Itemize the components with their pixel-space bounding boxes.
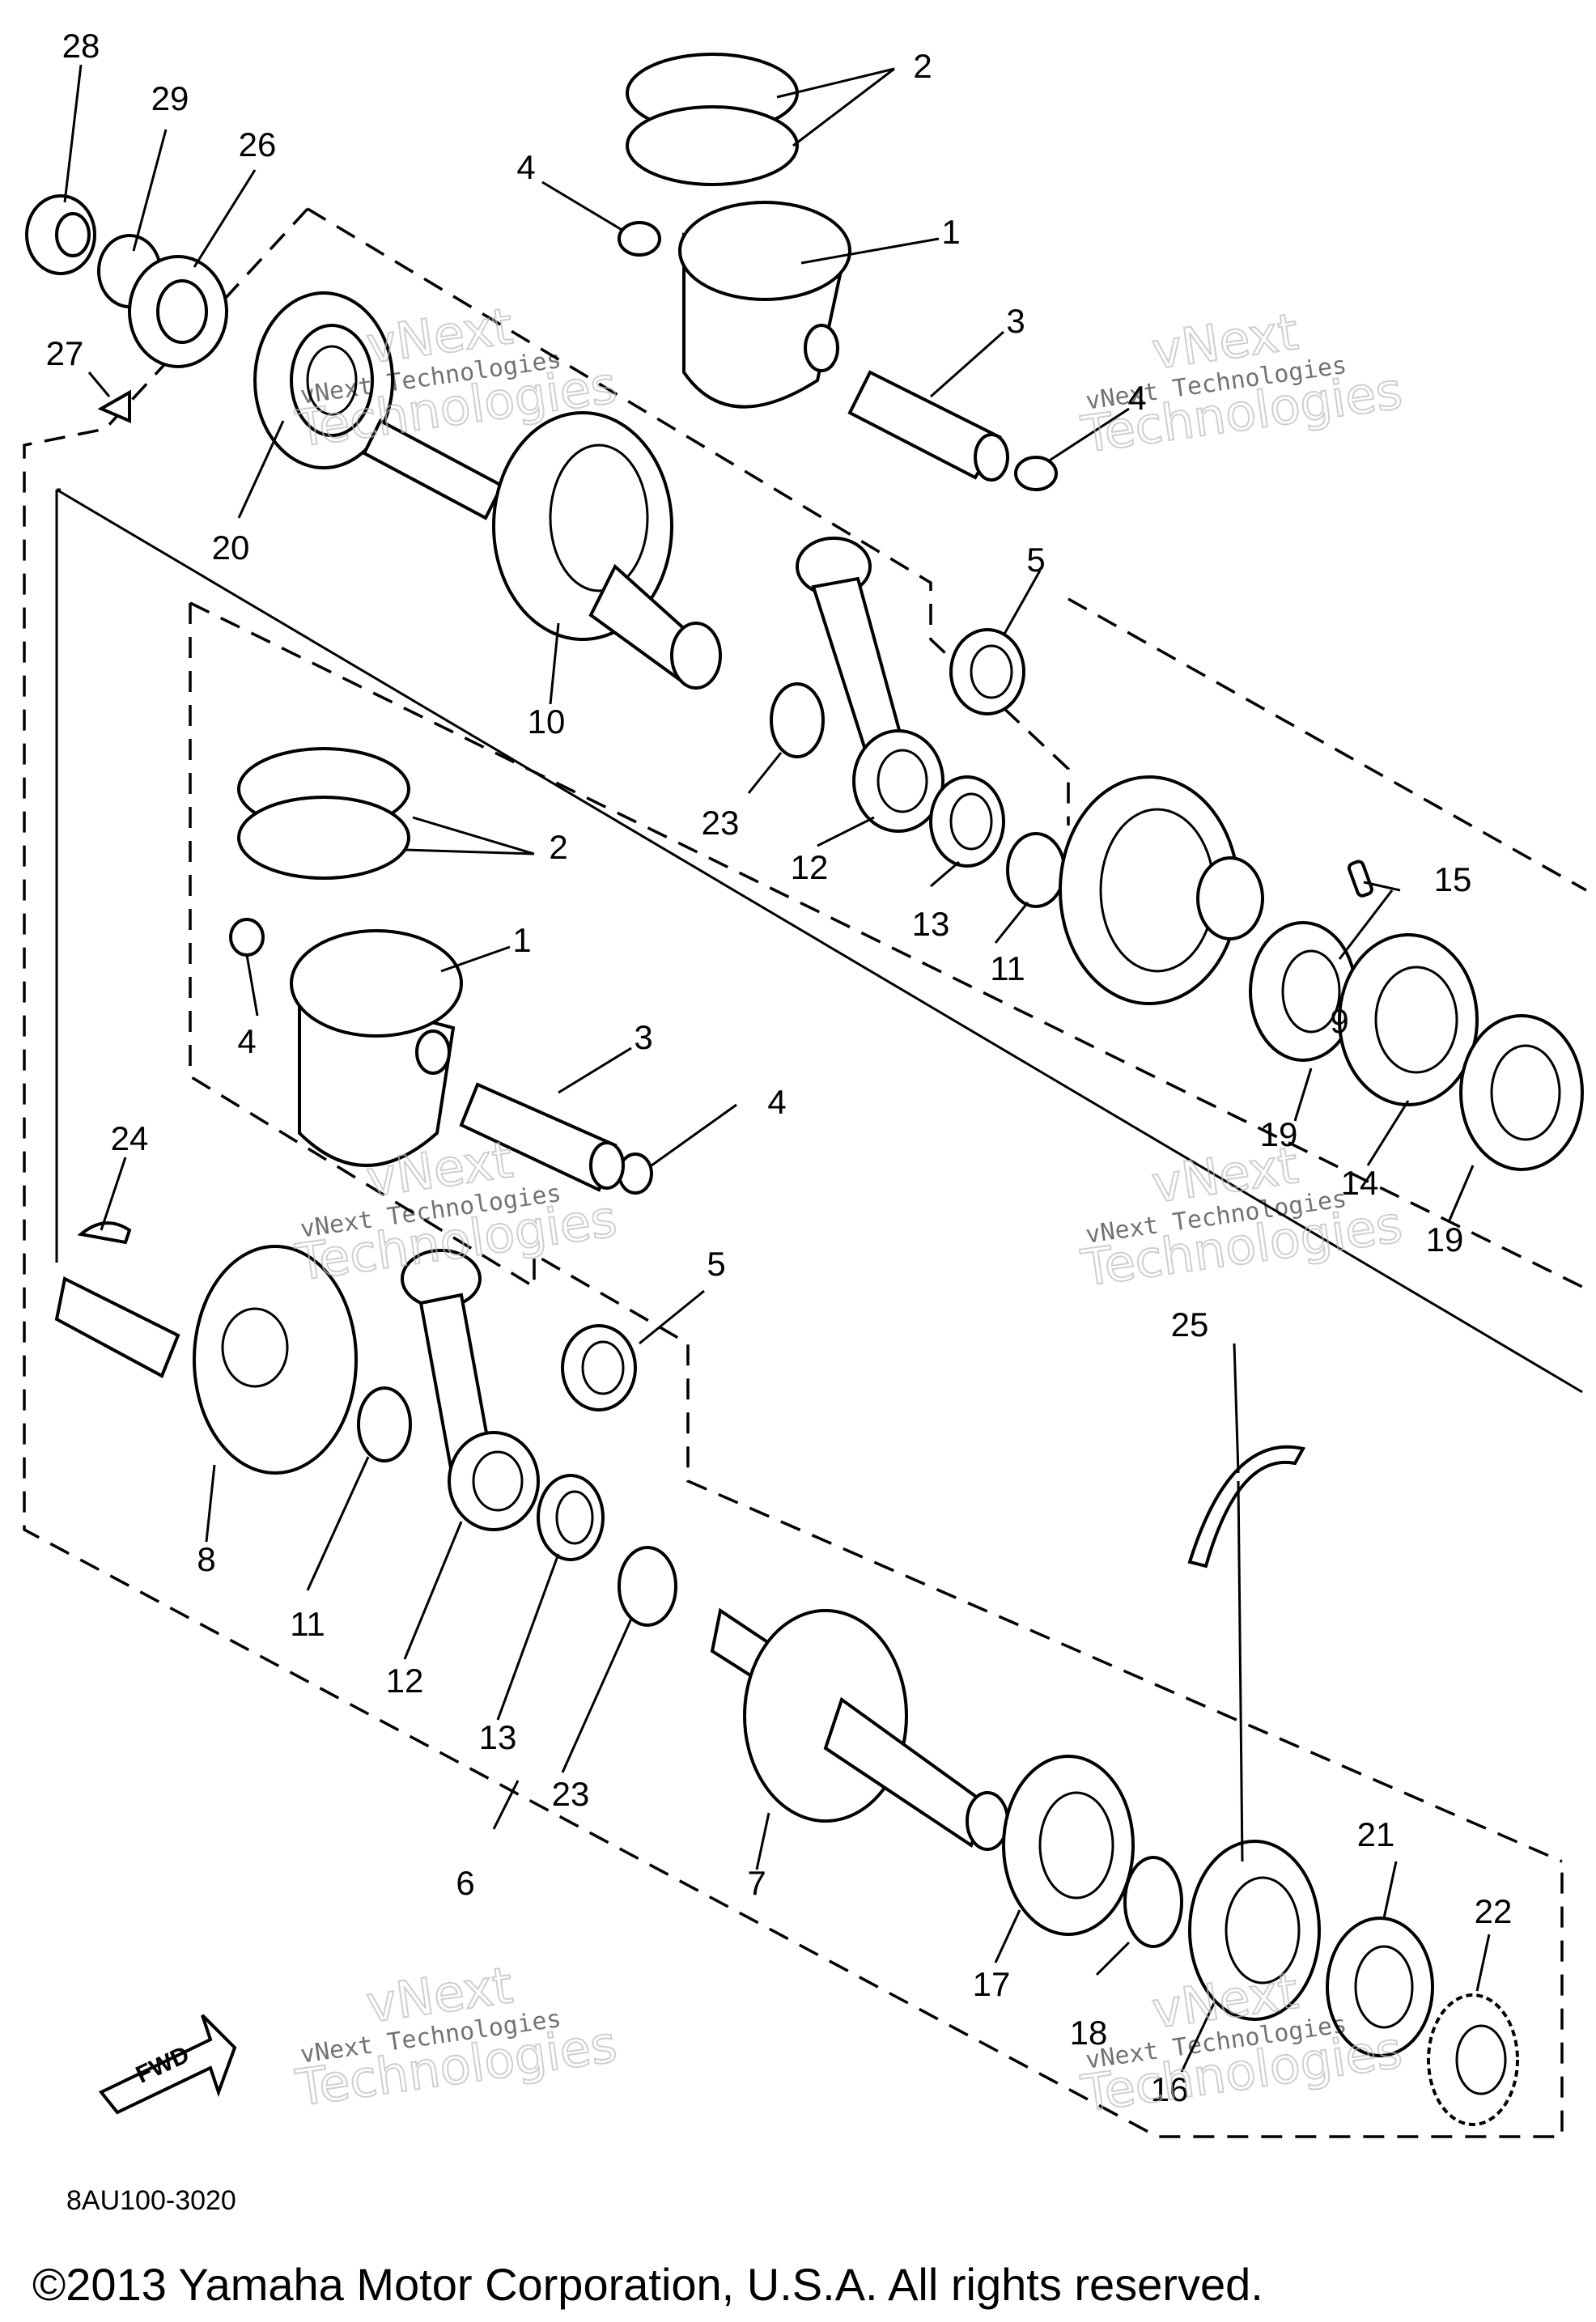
callout-17: 17 — [973, 1965, 1011, 2003]
assembly-outline-middle — [189, 601, 1583, 1863]
bearing-housing — [1338, 933, 1479, 1106]
leader-lines — [63, 64, 1491, 2073]
piston-upper — [678, 201, 851, 409]
callout-4-upper-right: 4 — [1127, 379, 1146, 417]
needle-bearing-lower — [561, 1324, 637, 1411]
crank-bearing-13-lower — [537, 1474, 605, 1561]
oil-seal-21 — [1326, 1917, 1434, 2057]
callout-2-upper: 2 — [913, 47, 932, 85]
callout-4-upper-left: 4 — [516, 148, 535, 186]
callout-27: 27 — [46, 334, 84, 372]
washer-11-lower — [357, 1386, 412, 1462]
bearing-19-right — [1459, 1014, 1584, 1171]
callout-19-left: 19 — [1260, 1115, 1298, 1153]
callout-4-lower-left: 4 — [237, 1022, 256, 1060]
callout-5-upper: 5 — [1026, 541, 1045, 579]
callout-4-lower-right: 4 — [767, 1083, 786, 1121]
crank-half-left — [362, 411, 722, 690]
circlip-upper-left — [618, 221, 661, 257]
callout-22: 22 — [1475, 1892, 1513, 1930]
callout-3-upper: 3 — [1006, 302, 1025, 340]
callout-16: 16 — [1151, 2070, 1189, 2108]
callout-19-right: 19 — [1426, 1220, 1464, 1259]
callout-6: 6 — [456, 1864, 474, 1902]
piston-lower — [290, 929, 463, 1167]
watermark-5: vNext vNext Technologies Technologies — [291, 1955, 622, 2119]
callout-28: 28 — [62, 27, 100, 65]
forward-direction-arrow: FWD — [98, 2014, 237, 2115]
callout-11-upper: 11 — [990, 949, 1025, 987]
woodruff-key-lower — [77, 1221, 132, 1245]
snap-ring — [1187, 1445, 1306, 1569]
callout-13-upper: 13 — [912, 905, 950, 943]
piston-pin-upper — [847, 370, 1009, 482]
callout-29: 29 — [151, 79, 189, 117]
callout-21: 21 — [1357, 1815, 1395, 1853]
oil-seal-left — [128, 255, 228, 368]
bearing-20 — [253, 291, 394, 469]
assembly-outline-upper — [23, 207, 1587, 2138]
piston-rings-lower — [237, 747, 410, 880]
washer-11-upper — [1006, 832, 1066, 908]
callout-1-lower: 1 — [512, 921, 531, 959]
bearing-17 — [1002, 1755, 1135, 1936]
callout-15: 15 — [1434, 860, 1472, 898]
crank-nut — [25, 194, 96, 275]
connecting-rod-upper — [796, 537, 944, 833]
callout-labels: 28 29 26 27 20 2 4 1 3 4 10 5 23 12 13 1… — [46, 27, 1513, 2108]
crank-bearing-13-upper — [929, 775, 1005, 868]
diagram-code: 8AU100-3020 — [66, 2185, 236, 2216]
piston-pin-lower — [459, 1082, 625, 1192]
woodruff-key-upper — [97, 389, 131, 424]
piston-rings-upper — [626, 53, 799, 186]
circlip-lower-left — [229, 918, 265, 957]
washer-18 — [1123, 1856, 1183, 1948]
callout-26: 26 — [239, 125, 277, 163]
thrust-washer-upper — [770, 682, 825, 758]
dowel-pin — [1347, 860, 1373, 898]
crank-half-9 — [1059, 775, 1264, 1005]
callout-12-lower: 12 — [386, 1662, 424, 1700]
bearing-16 — [1188, 1840, 1321, 2021]
callout-23-upper: 23 — [702, 804, 740, 842]
watermark-4: vNext vNext Technologies Technologies — [1076, 1135, 1407, 1299]
callout-9: 9 — [1330, 1002, 1348, 1040]
connecting-rod-lower — [401, 1249, 540, 1531]
callout-25: 25 — [1171, 1305, 1209, 1344]
watermark-2: vNext vNext Technologies Technologies — [1076, 301, 1407, 465]
callout-8: 8 — [197, 1540, 215, 1578]
circlip-upper-right — [1014, 456, 1058, 491]
crank-half-7 — [710, 1607, 1009, 1851]
callout-1-upper: 1 — [941, 213, 960, 251]
callout-20: 20 — [212, 528, 250, 567]
callout-7: 7 — [747, 1864, 766, 1902]
callout-3-lower: 3 — [634, 1018, 652, 1056]
crank-half-8 — [54, 1245, 358, 1475]
callout-24: 24 — [111, 1119, 149, 1157]
callout-5-lower: 5 — [707, 1245, 725, 1283]
callout-11-lower: 11 — [290, 1605, 325, 1643]
callout-13-lower: 13 — [479, 1718, 517, 1756]
needle-bearing-upper — [949, 628, 1025, 715]
assembly-outline-inner — [55, 488, 1583, 1394]
callout-14: 14 — [1341, 1164, 1379, 1202]
callout-23-lower: 23 — [552, 1775, 590, 1813]
thrust-washer-lower — [618, 1546, 677, 1627]
copyright-notice: ©2013 Yamaha Motor Corporation, U.S.A. A… — [32, 2259, 1263, 2310]
callout-2-lower: 2 — [549, 828, 567, 866]
callout-10: 10 — [528, 703, 566, 741]
callout-18: 18 — [1070, 2014, 1108, 2052]
drive-sprocket — [1427, 1993, 1519, 2126]
callout-12-upper: 12 — [791, 848, 829, 886]
